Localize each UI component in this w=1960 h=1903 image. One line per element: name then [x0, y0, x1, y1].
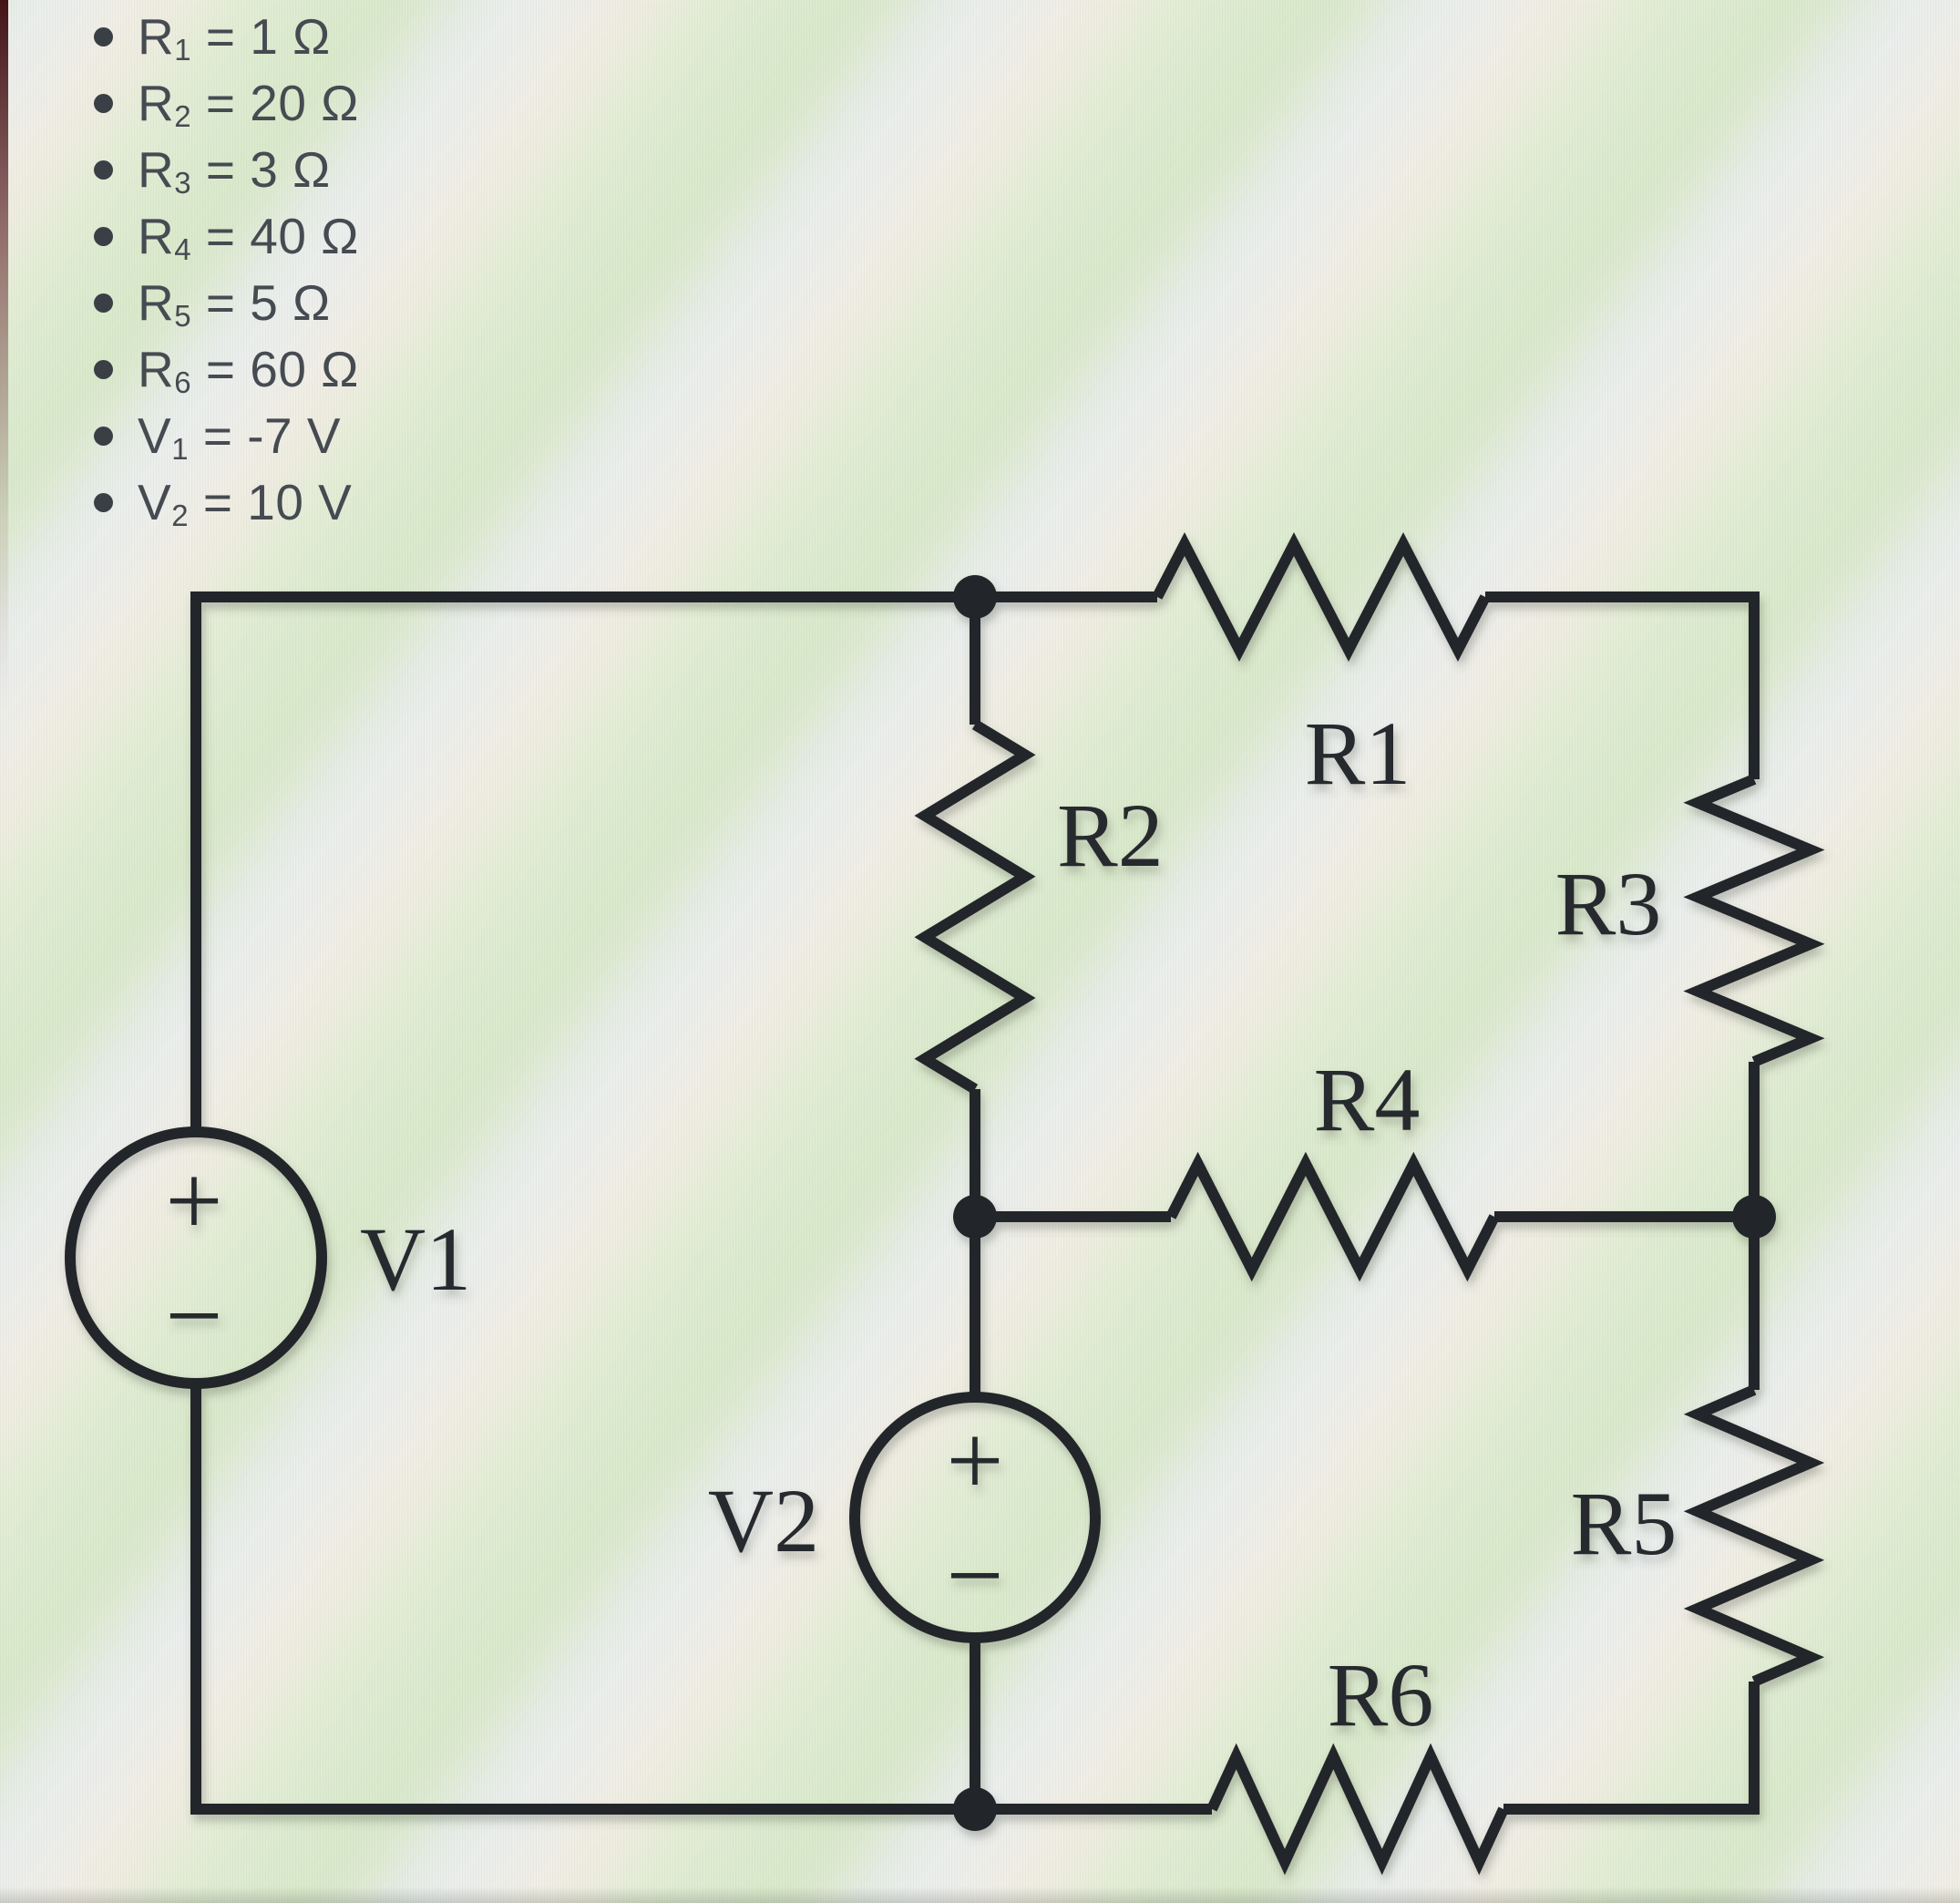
wire-right-lower-and-bottom-right	[1503, 1682, 1760, 1815]
resistor-r2-zigzag	[914, 719, 1036, 1095]
v1-plus-icon: +	[165, 1145, 222, 1258]
parameter-item-v1: V1 = -7 V	[94, 403, 359, 469]
v2-plus-icon: +	[946, 1404, 1003, 1517]
resistor-r4-zigzag	[1165, 1151, 1500, 1282]
source-v1-label: V1	[360, 1209, 471, 1310]
bullet-dot	[94, 360, 113, 379]
parameter-item-r6: R6 = 60 Ω	[94, 336, 359, 403]
parameter-text: V2 = 10 V	[138, 474, 353, 532]
parameter-item-r1: R1 = 1 Ω	[94, 4, 359, 70]
bullet-dot	[94, 493, 113, 512]
source-v1-circle	[65, 1126, 327, 1389]
photo-edge-artifact-left	[0, 0, 8, 711]
bullet-dot	[94, 160, 113, 180]
v1-minus-icon: −	[165, 1260, 222, 1373]
junction-dot-right	[1732, 1195, 1776, 1239]
wire-top-right-and-right-upper	[1485, 591, 1760, 779]
junction-dot-bottom	[953, 1787, 997, 1831]
resistor-r6-zigzag	[1206, 1743, 1509, 1876]
parameter-item-r5: R5 = 5 Ω	[94, 270, 359, 336]
parameter-item-v2: V2 = 10 V	[94, 469, 359, 536]
parameter-text: R6 = 60 Ω	[138, 341, 359, 399]
bullet-dot	[94, 293, 113, 313]
parameter-item-r2: R2 = 20 Ω	[94, 70, 359, 137]
resistor-r6-label: R6	[1328, 1644, 1434, 1745]
parameter-text: R5 = 5 Ω	[138, 274, 331, 333]
bullet-dot	[94, 227, 113, 246]
parameter-item-r4: R4 = 40 Ω	[94, 203, 359, 270]
bullet-dot	[94, 27, 113, 46]
parameter-text: R3 = 3 Ω	[138, 141, 331, 200]
bullet-dot	[94, 94, 113, 113]
resistor-r1-label: R1	[1305, 703, 1411, 804]
parameter-item-r3: R3 = 3 Ω	[94, 137, 359, 203]
junction-dot-top	[953, 575, 997, 619]
parameter-text: R4 = 40 Ω	[138, 208, 359, 266]
parameter-text: V1 = -7 V	[138, 407, 342, 466]
resistor-r4-label: R4	[1314, 1049, 1421, 1150]
parameter-text: R1 = 1 Ω	[138, 8, 331, 67]
parameter-text: R2 = 20 Ω	[138, 75, 359, 133]
resistor-r5-zigzag	[1683, 1384, 1825, 1687]
source-v2-circle	[849, 1392, 1101, 1643]
resistor-r3-label: R3	[1555, 853, 1662, 954]
source-v2-label: V2	[708, 1470, 819, 1571]
photo-edge-artifact-bottom	[0, 1887, 1960, 1903]
bullet-dot	[94, 427, 113, 446]
v2-minus-icon: −	[946, 1519, 1003, 1632]
resistor-r2-label: R2	[1057, 785, 1164, 886]
junction-dot-middle	[953, 1195, 997, 1239]
parameter-list: R1 = 1 Ω R2 = 20 Ω R3 = 3 Ω R4 = 40 Ω R5…	[94, 4, 359, 536]
wire-bottom-left-and-left-lower	[190, 1384, 1212, 1815]
resistor-r1-zigzag	[1152, 531, 1491, 663]
wire-left-and-top	[190, 591, 1157, 1132]
resistor-r3-zigzag	[1683, 774, 1825, 1067]
resistor-r5-label: R5	[1571, 1473, 1678, 1574]
